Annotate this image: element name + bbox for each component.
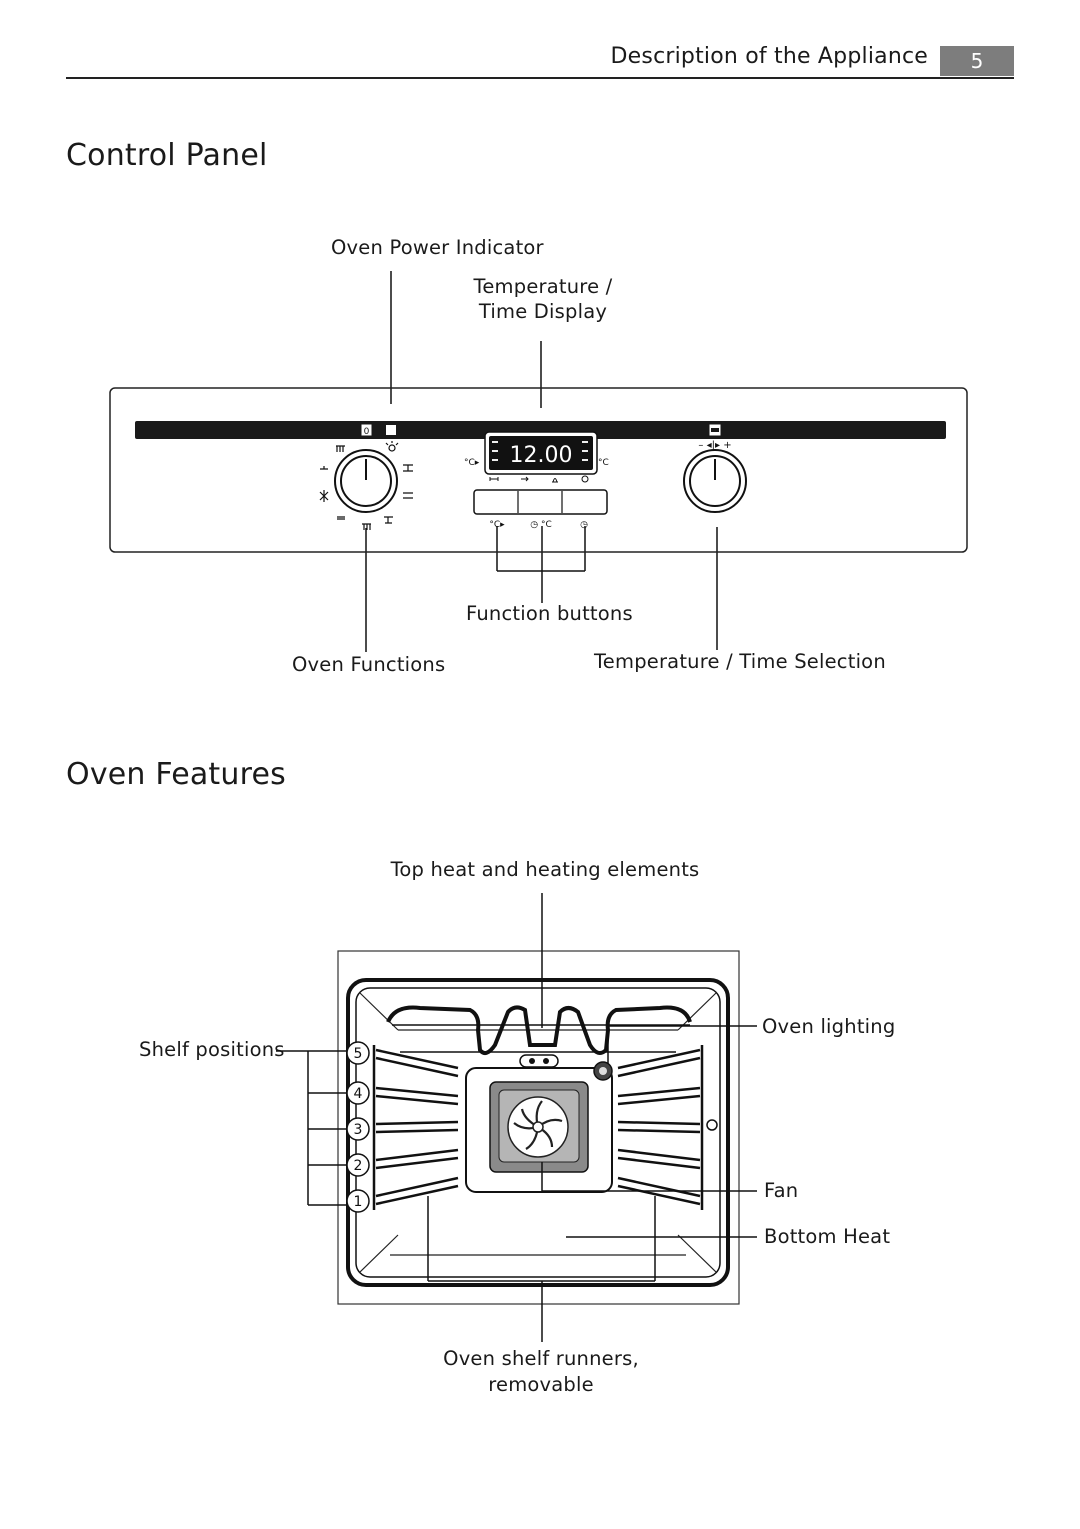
label-runners-line2: removable — [488, 1373, 594, 1396]
shelf-number-markers: 5 4 3 2 1 — [346, 1041, 370, 1213]
button-symbol-temp: °C▸ — [489, 520, 505, 530]
shelf-number-5: 5 — [354, 1046, 363, 1062]
display-screen — [489, 436, 593, 470]
shelf-number-2: 2 — [354, 1158, 363, 1174]
label-bottom-heat: Bottom Heat — [764, 1225, 891, 1248]
label-oven-power-indicator: Oven Power Indicator — [331, 236, 544, 259]
running-header-title: Description of the Appliance — [610, 44, 928, 69]
label-temperature-time-selection: Temperature / Time Selection — [594, 650, 886, 673]
display-left-symbol: °C▸ — [464, 458, 480, 468]
shelf-number-4: 4 — [354, 1086, 363, 1102]
section-heading-oven-features: Oven Features — [66, 757, 286, 792]
button-symbol-clock: ◷ — [580, 520, 588, 530]
header-rule — [66, 77, 1014, 79]
callout-lines — [427, 893, 757, 1342]
button-symbol-timer-temp: ◷ °C — [530, 520, 552, 530]
label-oven-functions: Oven Functions — [292, 653, 446, 676]
label-fan: Fan — [764, 1179, 799, 1202]
control-panel-strip — [135, 421, 946, 439]
function-button-group — [473, 489, 608, 515]
left-shelf-runners — [372, 1045, 459, 1210]
shelf-number-3: 3 — [354, 1122, 363, 1138]
label-shelf-positions: Shelf positions — [139, 1038, 285, 1061]
power-indicator-light — [386, 425, 396, 435]
control-panel-diagram: 0 12.00 °C▸ °C °C▸ ◷ °C ◷ — [109, 271, 968, 652]
shelf-position-bracket — [276, 1050, 346, 1206]
label-function-buttons: Function buttons — [466, 602, 633, 625]
section-heading-control-panel: Control Panel — [66, 138, 268, 173]
temperature-time-knob — [683, 449, 747, 513]
function-symbol-marks — [319, 441, 413, 530]
label-temperature-display-line2: Time Display — [478, 300, 608, 323]
label-oven-lighting: Oven lighting — [762, 1015, 896, 1038]
page-number-badge: 5 — [940, 46, 1014, 76]
display-unit: °C — [598, 458, 609, 468]
label-top-heat: Top heat and heating elements — [390, 858, 700, 881]
display-value: 12.00 — [510, 443, 573, 468]
oven-interior-diagram: 5 4 3 2 1 — [276, 893, 757, 1342]
display-status-icons — [489, 475, 589, 483]
oven-cavity-outline — [337, 950, 740, 1305]
shelf-number-1: 1 — [354, 1194, 363, 1210]
label-temperature-display-line1: Temperature / — [473, 275, 613, 298]
right-shelf-runners — [617, 1045, 704, 1210]
label-runners-line1: Oven shelf runners, — [443, 1347, 639, 1370]
control-panel-frame — [109, 387, 968, 553]
svg-text:0: 0 — [364, 427, 370, 437]
top-heating-element — [386, 1005, 692, 1056]
oven-function-knob — [334, 449, 398, 513]
knob-plus-minus-symbols: – ◂|▸ + — [698, 440, 731, 451]
